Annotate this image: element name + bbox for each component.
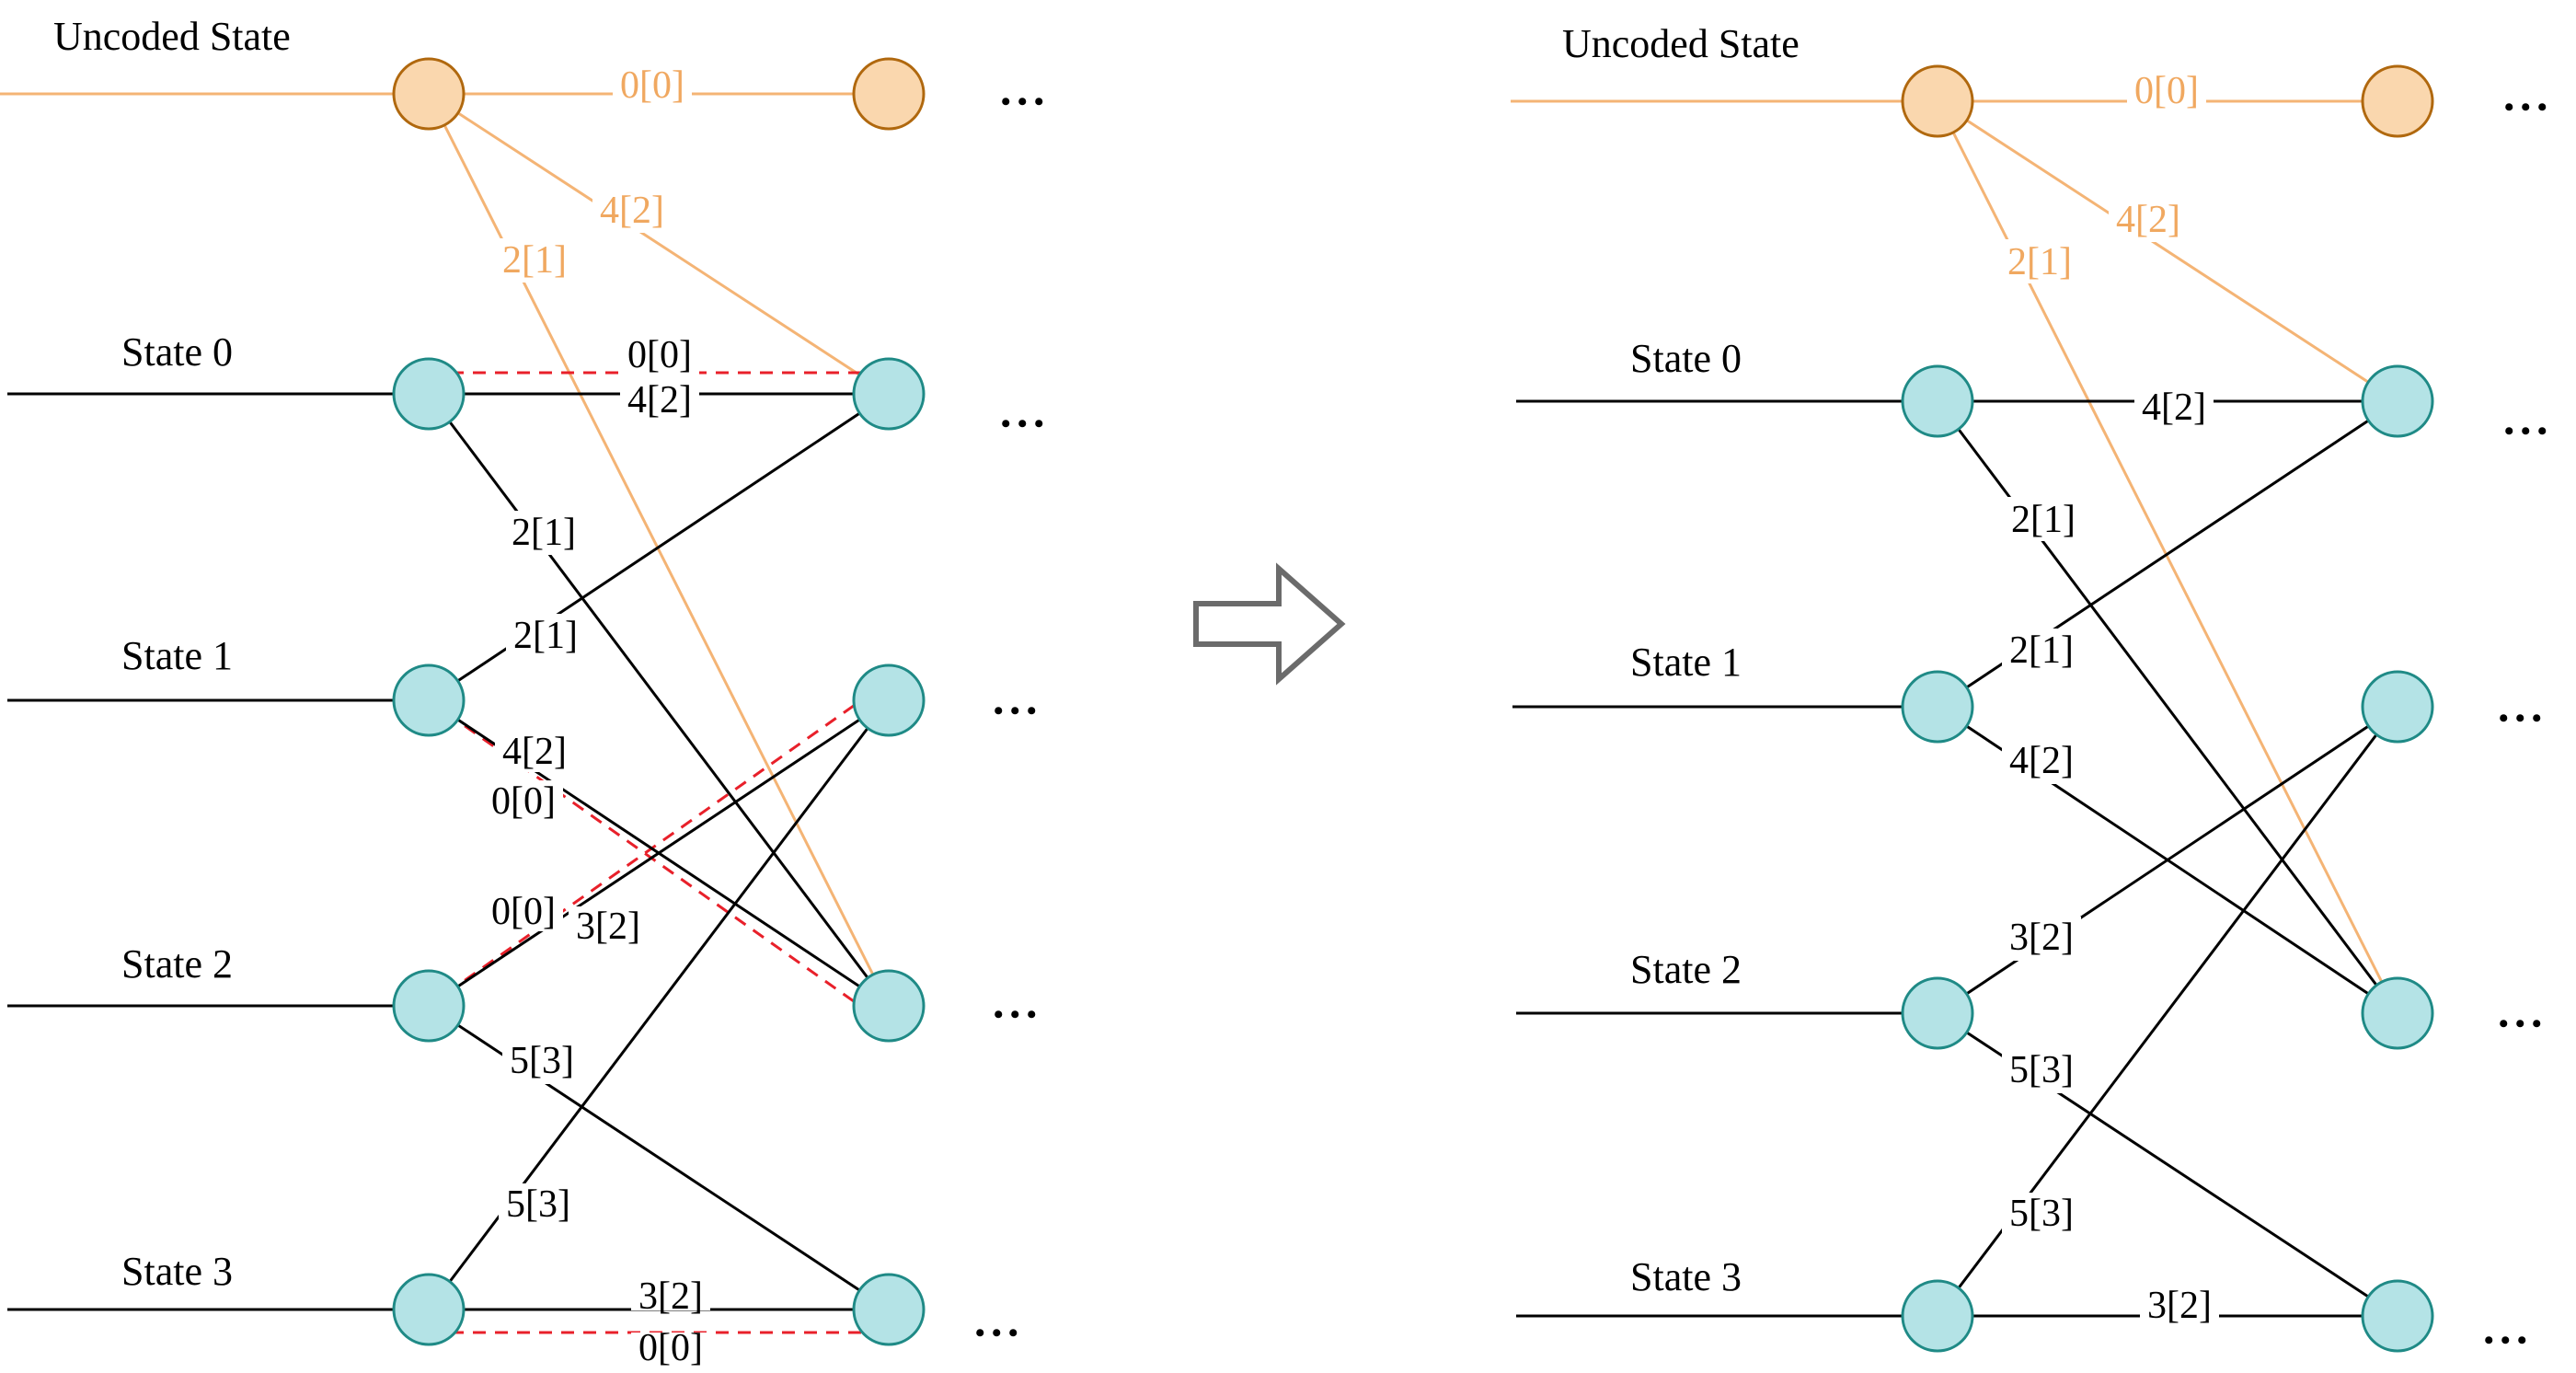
edge-state2-to-state1: [1937, 705, 2398, 1015]
state-1-label: State 1: [121, 633, 233, 678]
label-state3-to-state3-dashed: 0[0]: [638, 1327, 703, 1369]
ellipsis-state1: • • •: [2499, 703, 2542, 733]
state3-node-t1: [852, 1273, 926, 1346]
state-2-label: State 2: [121, 941, 233, 986]
label-state2-to-state1: 3[2]: [576, 906, 640, 948]
label-state3-to-state3: 3[2]: [2147, 1285, 2212, 1327]
uncoded-node-t1: [852, 57, 926, 131]
label-state3-to-state1: 5[3]: [506, 1183, 570, 1226]
label-state1-to-state2: 4[2]: [2009, 740, 2074, 782]
label-state1-to-state2-dashed: 0[0]: [491, 780, 556, 823]
uncoded-node-t1: [2361, 64, 2434, 138]
label-uncoded-to-state2: 2[1]: [502, 239, 567, 282]
label-state0-to-state2: 2[1]: [2011, 499, 2076, 541]
state-1-label: State 1: [1630, 640, 1742, 685]
label-uncoded-to-uncoded: 0[0]: [2134, 70, 2199, 112]
state-0-label: State 0: [1630, 336, 1742, 381]
state0-node-t1: [852, 357, 926, 431]
edge-uncoded-to-state0: [1937, 99, 2398, 403]
state3-node-t0: [1901, 1279, 1974, 1353]
state0-node-t0: [392, 357, 466, 431]
state1-node-t0: [392, 663, 466, 737]
ellipsis-state2: • • •: [2499, 1009, 2542, 1039]
state3-node-t0: [392, 1273, 466, 1346]
state-2-label: State 2: [1630, 947, 1742, 992]
label-state2-to-state1: 3[2]: [2009, 917, 2074, 959]
state-3-label: State 3: [121, 1249, 233, 1294]
state1-node-t1: [2361, 670, 2434, 744]
label-state1-to-state0: 2[1]: [2009, 629, 2074, 672]
state0-node-t1: [2361, 364, 2434, 438]
ellipsis-state3: • • •: [975, 1318, 1018, 1348]
dashed-edge-state2-to-state1: [428, 679, 890, 1008]
label-state2-to-state3: 5[3]: [2009, 1049, 2074, 1091]
state-3-label: State 3: [1630, 1254, 1742, 1299]
label-state3-to-state1: 5[3]: [2009, 1193, 2074, 1235]
state-0-label: State 0: [121, 329, 233, 375]
state2-node-t1: [852, 969, 926, 1043]
uncoded-node-t0: [1901, 64, 1974, 138]
state3-node-t1: [2361, 1279, 2434, 1353]
ellipsis-state1: • • •: [994, 696, 1037, 726]
label-uncoded-to-uncoded: 0[0]: [620, 64, 684, 107]
label-state1-to-state0: 2[1]: [513, 615, 578, 657]
ellipsis-state2: • • •: [994, 999, 1037, 1030]
ellipsis-state0: • • •: [2504, 416, 2547, 446]
edge-state1-to-state0: [428, 392, 890, 702]
label-state2-to-state3: 5[3]: [510, 1040, 574, 1082]
state2-node-t0: [1901, 976, 1974, 1050]
state1-node-t0: [1901, 670, 1974, 744]
state2-node-t0: [392, 969, 466, 1043]
label-uncoded-to-state2: 2[1]: [2007, 241, 2072, 283]
uncoded-state-label: Uncoded State: [1562, 21, 1800, 66]
edge-state0-to-state2: [427, 393, 891, 1007]
label-state3-to-state3: 3[2]: [638, 1275, 703, 1318]
trellis-before: Uncoded State State 0 State 1 State 2 St…: [0, 14, 1044, 1371]
ellipsis-uncoded: • • •: [1001, 87, 1044, 117]
edge-state2-to-state1: [428, 698, 890, 1008]
state1-node-t1: [852, 663, 926, 737]
right-arrow-outline-icon: [1193, 562, 1346, 686]
label-state0-to-state0: 4[2]: [2142, 387, 2206, 429]
label-state2-to-state1-dashed: 0[0]: [491, 891, 556, 933]
label-state0-to-state0: 4[2]: [627, 379, 692, 421]
label-state1-to-state2: 4[2]: [502, 731, 567, 773]
ellipsis-uncoded: • • •: [2504, 92, 2547, 122]
state0-node-t0: [1901, 364, 1974, 438]
uncoded-state-label: Uncoded State: [53, 14, 291, 59]
label-state0-to-state2: 2[1]: [512, 512, 576, 554]
edge-state2-to-state3: [428, 1004, 890, 1311]
ellipsis-state3: • • •: [2484, 1325, 2527, 1356]
ellipsis-state0: • • •: [1001, 409, 1044, 439]
label-state0-to-state0-dashed: 0[0]: [627, 334, 692, 376]
label-uncoded-to-state0: 4[2]: [600, 190, 664, 232]
trellis-after: Uncoded State State 0 State 1 State 2 St…: [1511, 21, 2547, 1356]
state2-node-t1: [2361, 976, 2434, 1050]
uncoded-node-t0: [392, 57, 466, 131]
label-uncoded-to-state0: 4[2]: [2116, 199, 2180, 241]
edge-uncoded-to-state0: [428, 92, 890, 396]
